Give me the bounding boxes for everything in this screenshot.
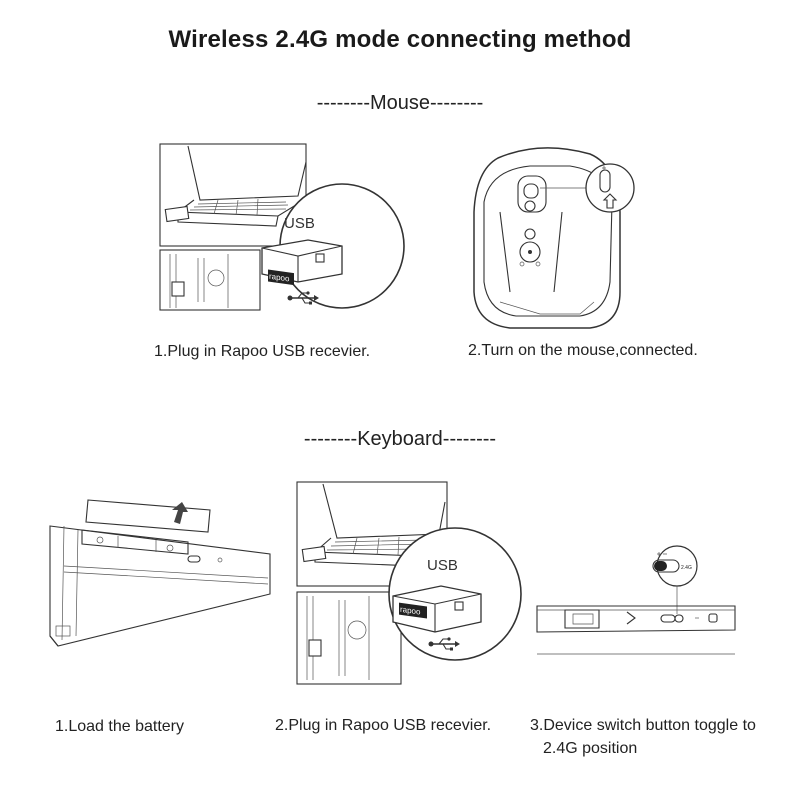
switch-2-4g-mark: 2.4G bbox=[681, 565, 692, 571]
switch-up-arrow-icon bbox=[602, 193, 618, 209]
desktop-panel bbox=[296, 591, 402, 685]
page-title: Wireless 2.4G mode connecting method bbox=[168, 26, 632, 53]
keyboard-step3-caption-line2: 2.4G position bbox=[543, 740, 638, 757]
section-heading-mouse: --------Mouse-------- bbox=[316, 92, 484, 114]
battery-cover bbox=[85, 499, 211, 533]
keyboard-step1-illustration bbox=[49, 499, 271, 647]
usb-label: USB bbox=[284, 215, 315, 232]
mouse-step1-caption: 1.Plug in Rapoo USB recevier. bbox=[154, 343, 371, 360]
keyboard-step3-caption-line1: 3.Device switch button toggle to bbox=[530, 717, 756, 734]
mouse-step2-illustration bbox=[473, 147, 635, 329]
svg-text:rapoo: rapoo bbox=[269, 272, 290, 284]
keyboard-step3-illustration: 2.4G bbox=[536, 545, 736, 655]
section-heading-keyboard: --------Keyboard-------- bbox=[303, 428, 497, 450]
usb-symbol-icon bbox=[287, 291, 319, 305]
mouse-body bbox=[473, 147, 621, 329]
keyboard-step2-illustration: USB rapoo bbox=[296, 481, 522, 685]
mouse-step2-caption: 2.Turn on the mouse,connected. bbox=[468, 342, 698, 359]
svg-text:rapoo: rapoo bbox=[400, 605, 421, 617]
battery-up-arrow-icon bbox=[172, 502, 188, 524]
usb-symbol-icon bbox=[428, 637, 460, 651]
desktop-panel bbox=[159, 249, 261, 311]
usb-label: USB bbox=[427, 557, 458, 574]
mouse-step1-illustration: USB rapoo bbox=[159, 143, 405, 311]
keyboard-step1-caption: 1.Load the battery bbox=[55, 718, 184, 735]
keyboard-step2-caption: 2.Plug in Rapoo USB recevier. bbox=[275, 717, 492, 734]
